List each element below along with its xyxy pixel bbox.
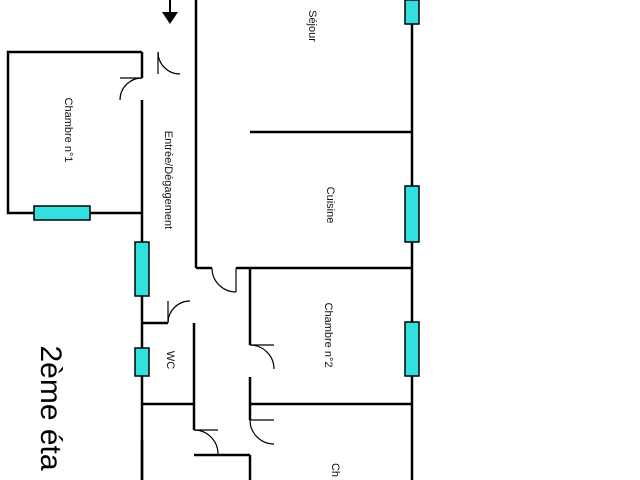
doors <box>119 51 275 455</box>
window <box>404 321 420 377</box>
room-label-chambre-2: Chambre n°2 <box>322 302 334 368</box>
window <box>33 205 91 221</box>
floor-label: 2ème éta <box>34 345 67 471</box>
room-label-chambre-1: Chambre n°1 <box>62 97 74 163</box>
room-label-chambre-3: Ch <box>329 462 341 478</box>
windows <box>33 0 420 377</box>
window <box>404 0 420 25</box>
room-label-entree: Entrée/Dégagement <box>162 130 174 230</box>
window <box>134 347 150 377</box>
window <box>134 241 150 297</box>
window <box>404 185 420 243</box>
room-label-wc: WC <box>164 350 176 370</box>
room-label-cuisine: Cuisine <box>324 186 336 224</box>
room-label-sejour: Séjour <box>306 10 318 42</box>
arrow-down-icon <box>162 0 178 24</box>
walls <box>6 0 414 480</box>
